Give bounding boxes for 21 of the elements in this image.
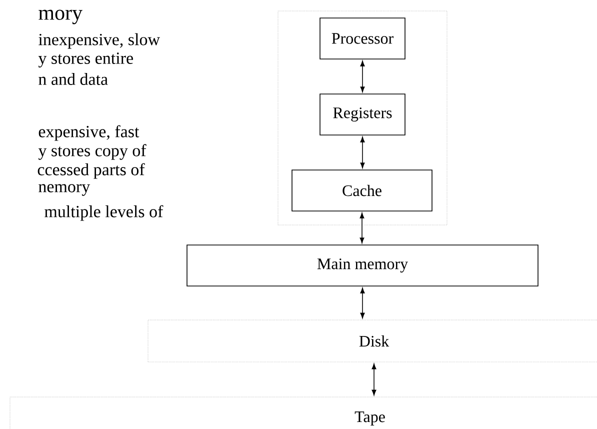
text-line: ccessed parts of	[38, 163, 145, 179]
arrow	[360, 136, 365, 168]
process-box: Main memory	[186, 244, 538, 286]
arrow	[372, 364, 376, 396]
arrow	[360, 212, 364, 244]
arrow	[360, 60, 365, 92]
process-box: Disk	[148, 320, 597, 362]
text-line: n and data	[38, 73, 108, 85]
heading: mory	[38, 10, 82, 24]
text-line: inexpensive, slow	[38, 33, 160, 49]
dotted-frame	[278, 10, 448, 226]
process-box: Processor	[320, 18, 406, 60]
arrow	[360, 288, 365, 318]
text-line: nemory	[38, 184, 90, 196]
process-box: Registers	[320, 94, 406, 136]
text-line: y stores copy of	[38, 144, 146, 160]
text-line: y stores entire	[38, 52, 133, 68]
process-box: Tape	[10, 396, 597, 429]
process-box: Cache	[292, 170, 432, 212]
text-line: expensive, fast	[38, 125, 140, 141]
text-line: multiple levels of	[44, 205, 164, 221]
